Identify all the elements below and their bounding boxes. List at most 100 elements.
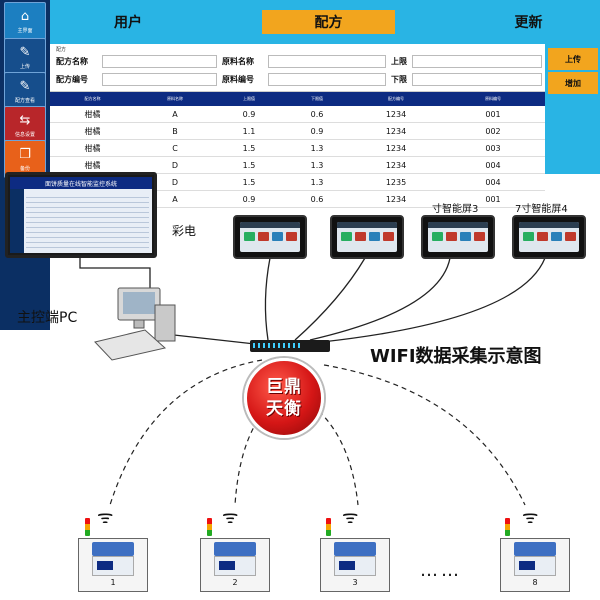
partial-label: 彩电 — [172, 224, 197, 238]
smart-screen-1 — [233, 215, 307, 259]
formula-no-label: 配方编号 — [56, 75, 88, 84]
sidebar-item-label: 备份 — [19, 165, 30, 172]
weighing-scale: 1 — [78, 538, 148, 592]
wifi-link-8 — [323, 364, 526, 506]
pc-label: 主控端PC — [17, 310, 78, 326]
upper-limit-field[interactable] — [412, 55, 542, 68]
table-cell: A — [172, 194, 178, 204]
table-cell: 001 — [485, 109, 501, 119]
signal-lamp — [85, 518, 90, 536]
table-cell: 1.1 — [242, 126, 256, 136]
tab-formula[interactable]: 配方 — [262, 10, 395, 34]
edit-icon: ✎ — [19, 45, 31, 60]
material-name-label: 原料名称 — [222, 57, 254, 66]
smart-screen-4 — [512, 215, 586, 259]
table-cell: B — [172, 126, 178, 136]
diagram-title: WIFI数据采集示意图 — [370, 346, 542, 367]
table-cell: 1234 — [385, 160, 407, 170]
wifi-icon: ᯤ — [522, 507, 539, 528]
table-cell: 0.9 — [242, 194, 256, 204]
table-cell: 004 — [485, 160, 501, 170]
column-header: 配方名称 — [84, 96, 101, 101]
sidebar: ⌂ 主界面 ✎ 上传 ✎ 配方查看 ⇆ 信息设置 ❐ 备份 — [0, 0, 50, 330]
table-cell: 1.3 — [310, 143, 324, 153]
sidebar-item-upload[interactable]: ✎ 上传 — [4, 38, 46, 76]
signal-lamp — [326, 518, 331, 536]
table-row[interactable]: 柑橘 A 0.9 0.6 1234 001 — [50, 106, 545, 123]
column-header: 配方编号 — [388, 96, 404, 101]
sidebar-item-backup[interactable]: ❐ 备份 — [4, 140, 46, 178]
add-button[interactable]: 增加 — [548, 72, 598, 94]
lower-limit-field[interactable] — [412, 73, 542, 86]
smart-screen-label: 寸智能屏3 — [432, 204, 479, 215]
upload-button[interactable]: 上传 — [548, 48, 598, 70]
monitor-nav — [10, 189, 24, 253]
table-cell: 0.9 — [242, 109, 256, 119]
table-cell: 003 — [485, 143, 501, 153]
monitor-cable — [79, 258, 151, 300]
table-cell: 1.3 — [310, 160, 324, 170]
material-no-label: 原料编号 — [222, 75, 254, 84]
table-cell: 1.5 — [242, 143, 256, 153]
formula-name-label: 配方名称 — [56, 57, 88, 66]
sidebar-item-formula-view[interactable]: ✎ 配方查看 — [4, 72, 46, 110]
column-header: 下限值 — [311, 96, 323, 101]
table-cell: 0.6 — [310, 194, 324, 204]
table-cell: 1.5 — [242, 160, 256, 170]
wifi-icon: ᯤ — [342, 507, 359, 528]
monitoring-system-screen: 面饼质量在线智能监控系统 — [5, 172, 157, 258]
table-cell: 1235 — [385, 177, 407, 187]
monitor-title: 面饼质量在线智能监控系统 — [10, 177, 152, 189]
signal-lamp — [207, 518, 212, 536]
table-cell: 柑橘 — [84, 160, 101, 170]
monitor-grid — [26, 193, 149, 250]
table-cell: C — [172, 143, 178, 153]
table-cell: 柑橘 — [84, 126, 101, 136]
logo-text: 天衡 — [266, 399, 302, 419]
weighing-scale: 3 — [320, 538, 390, 592]
top-nav: 用户 配方 更新 — [50, 0, 600, 44]
smart-screen-label: 7寸智能屏4 — [515, 204, 568, 215]
table-cell: 001 — [485, 194, 501, 204]
table-cell: 0.6 — [310, 109, 324, 119]
wifi-icon: ᯤ — [97, 507, 114, 528]
formula-no-field[interactable] — [102, 73, 217, 86]
tab-update[interactable]: 更新 — [462, 10, 595, 34]
table-cell: 002 — [485, 126, 501, 136]
sidebar-item-label: 主界面 — [17, 27, 33, 34]
scale-number: 8 — [532, 578, 538, 587]
sidebar-item-label: 配方查看 — [14, 97, 35, 104]
material-name-field[interactable] — [268, 55, 386, 68]
table-cell: 004 — [485, 177, 501, 187]
screen-cable-3 — [309, 257, 451, 341]
form-caption: 配方 — [56, 47, 67, 53]
table-cell: A — [172, 109, 178, 119]
home-icon: ⌂ — [20, 9, 30, 24]
lower-limit-label: 下限 — [391, 75, 407, 84]
table-cell: 1234 — [385, 109, 407, 119]
table-cell: D — [171, 177, 179, 187]
signal-lamp — [505, 518, 510, 536]
material-no-field[interactable] — [268, 73, 386, 86]
tab-user[interactable]: 用户 — [58, 10, 198, 34]
table-cell: 0.9 — [310, 126, 324, 136]
table-cell: 柑橘 — [84, 109, 101, 119]
smart-screen-3 — [421, 215, 495, 259]
upper-limit-label: 上限 — [391, 57, 407, 66]
sidebar-item-home[interactable]: ⌂ 主界面 — [4, 2, 46, 40]
weighing-scale: 2 — [200, 538, 270, 592]
table-cell: 1.5 — [242, 177, 256, 187]
formula-name-field[interactable] — [102, 55, 217, 68]
transfer-icon: ⇆ — [19, 113, 31, 128]
table-cell: 1234 — [385, 143, 407, 153]
logo-text: 巨鼎 — [266, 377, 302, 397]
wifi-link-1 — [109, 359, 263, 506]
table-cell: 1.3 — [310, 177, 324, 187]
copy-icon: ❐ — [19, 147, 31, 162]
pc-cable — [164, 333, 256, 345]
